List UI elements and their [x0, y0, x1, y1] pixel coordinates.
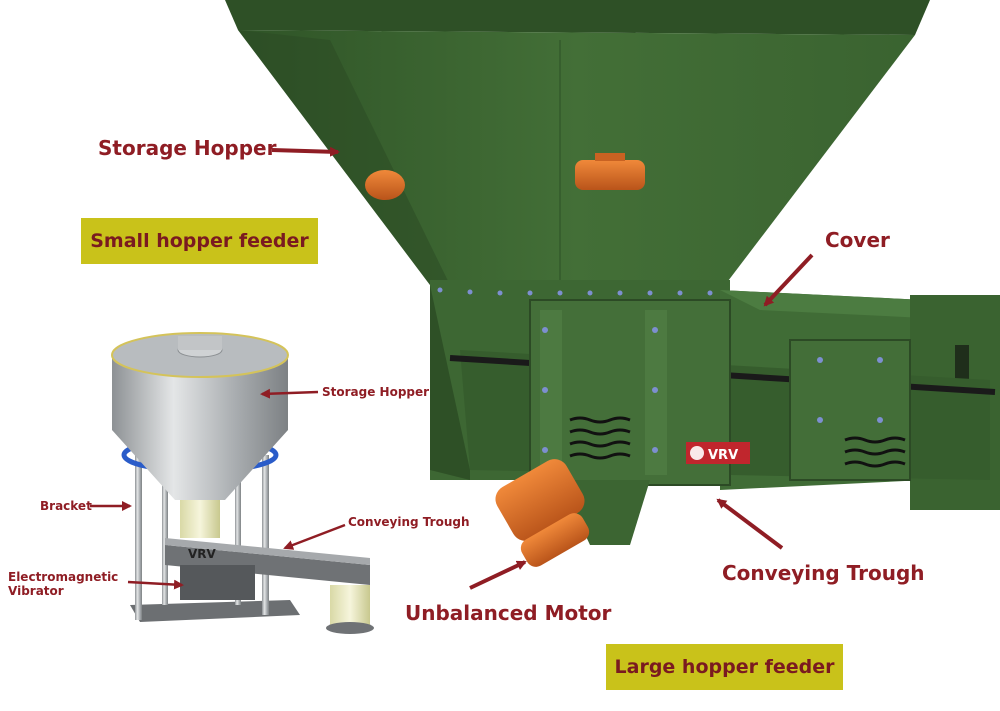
vrv-logo-text: VRV: [708, 448, 738, 463]
arrow-small-storage-hopper: [260, 388, 319, 399]
small-hopper-feeder-title: Small hopper feeder: [90, 230, 309, 252]
small-base-plate: [130, 600, 300, 622]
label-storage-hopper: Storage Hopper: [98, 136, 277, 160]
large-hopper-feeder-title: Large hopper feeder: [614, 656, 835, 678]
label-small-vibrator-line2: Vibrator: [8, 584, 64, 598]
label-small-bracket: Bracket: [40, 499, 92, 513]
small-hopper-feeder-badge: Small hopper feeder: [81, 218, 318, 264]
vrv-logo: VRV: [686, 442, 750, 464]
arrow-small-vibrator: [127, 579, 184, 590]
label-small-conveying-trough: Conveying Trough: [348, 515, 470, 529]
hopper-motor-side: [365, 170, 405, 200]
arrow-small-conveying-trough: [283, 523, 346, 550]
label-small-storage-hopper: Storage Hopper: [322, 385, 430, 399]
large-springs: [569, 416, 906, 468]
large-unbalanced-motor: [495, 459, 590, 567]
label-cover: Cover: [825, 228, 890, 252]
label-small-vibrator-line1: Electromagnetic: [8, 570, 119, 584]
large-feeder-illustration: VRV: [225, 0, 1000, 567]
label-conveying-trough: Conveying Trough: [722, 561, 925, 585]
arrow-storage-hopper: [271, 146, 340, 157]
small-conveying-trough: [165, 545, 370, 585]
large-hopper-top: [225, 0, 930, 35]
arrow-conveying-trough: [716, 498, 784, 550]
label-small-vibrator: Electromagnetic Vibrator: [8, 570, 118, 598]
label-unbalanced-motor: Unbalanced Motor: [405, 601, 612, 625]
small-feeder-illustration: VRV: [111, 332, 374, 634]
large-hopper-feeder-badge: Large hopper feeder: [606, 644, 843, 690]
small-discharge-cylinder: [330, 585, 370, 627]
small-electromagnetic-vibrator: [180, 565, 255, 600]
arrow-cover: [763, 253, 814, 307]
hopper-motor-front: [575, 153, 645, 190]
small-vrv-logo: VRV: [188, 547, 217, 561]
arrow-unbalanced-motor: [469, 560, 527, 590]
